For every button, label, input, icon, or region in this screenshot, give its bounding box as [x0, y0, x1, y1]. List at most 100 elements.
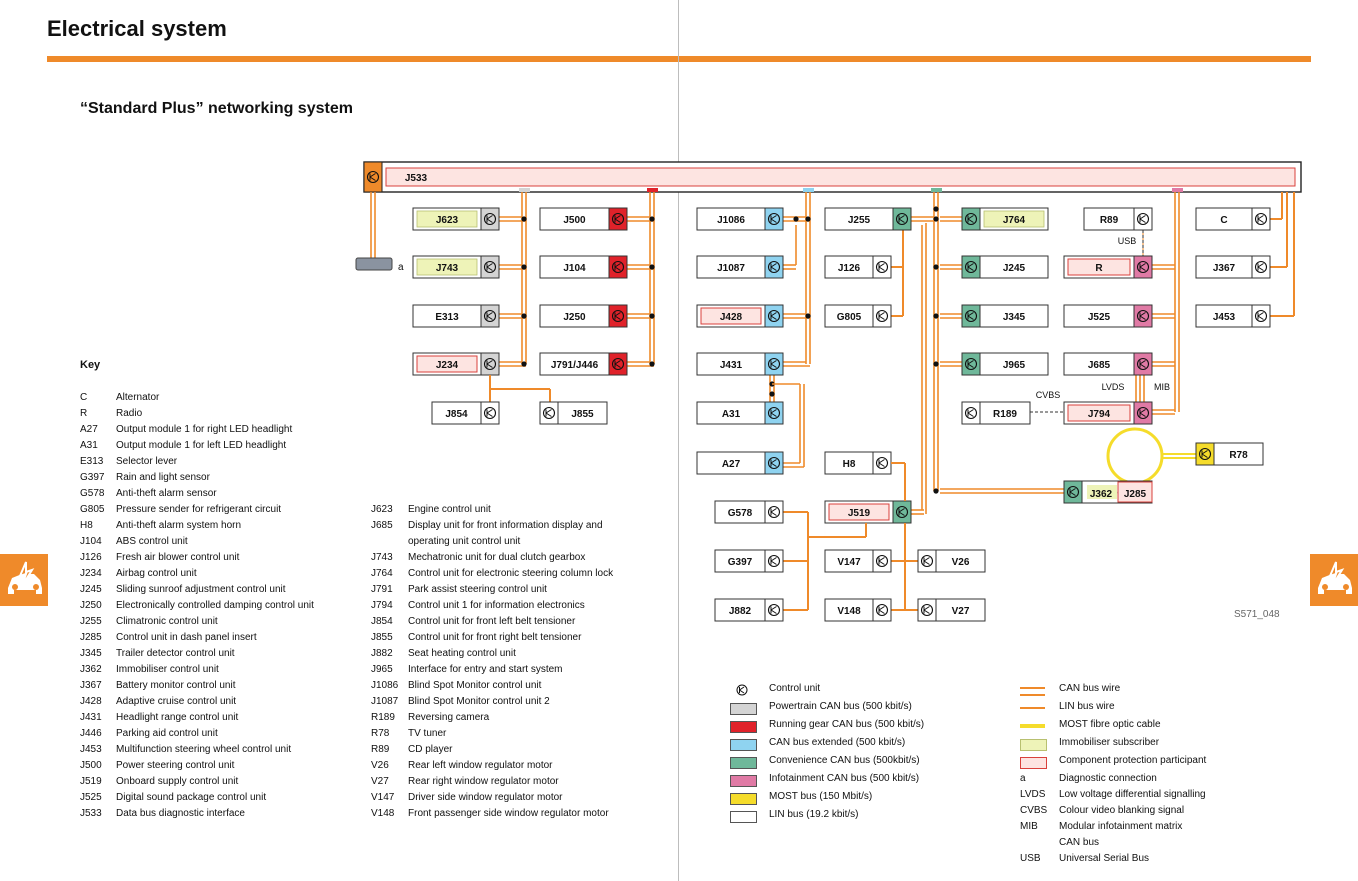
- legend-text: Powertrain CAN bus (500 kbit/s): [769, 701, 912, 712]
- control-unit-icon: [1136, 309, 1150, 323]
- page-title: Electrical system: [47, 16, 227, 41]
- key-code: R78: [371, 728, 390, 739]
- control-unit-icon-glyph: [1139, 215, 1146, 223]
- key-code: C: [80, 392, 88, 403]
- bus-color-strip: [872, 255, 892, 279]
- key-description: Rear left window regulator motor: [408, 760, 553, 771]
- key-row: operating unit control unit: [371, 534, 613, 550]
- control-unit-icon: [483, 260, 497, 274]
- control-unit-j854: [431, 401, 500, 425]
- unit-label: J234: [436, 360, 459, 371]
- control-unit-icon-glyph: [1069, 488, 1076, 496]
- protection-marker: [700, 307, 762, 325]
- key-code: V27: [371, 776, 389, 787]
- control-unit-icon-ring: [767, 456, 781, 470]
- control-unit-j1087: [696, 255, 784, 279]
- immobiliser-marker: [416, 210, 478, 228]
- control-unit-r189: [961, 401, 1031, 425]
- control-unit-icon-glyph: [770, 459, 777, 467]
- key-description: Onboard supply control unit: [116, 776, 239, 787]
- key-code: J1087: [371, 696, 399, 707]
- key-description: Mechatronic unit for dual clutch gearbox: [408, 552, 586, 563]
- control-unit-icon: [483, 309, 497, 323]
- immobiliser-marker: [983, 210, 1045, 228]
- key-description: Control unit 1 for information electroni…: [408, 600, 585, 611]
- key-description: Radio: [116, 408, 143, 419]
- bus-swatch: [730, 721, 757, 733]
- control-unit-icon-glyph: [614, 215, 621, 223]
- key-code: J431: [80, 712, 102, 723]
- control-unit-icon: [767, 212, 781, 226]
- bus-color-strip: [764, 549, 784, 573]
- key-code: J525: [80, 792, 102, 803]
- key-description: Power steering control unit: [116, 760, 235, 771]
- bus-color-strip: [1133, 352, 1153, 376]
- control-unit-icon-glyph: [967, 312, 974, 320]
- control-unit-icon-glyph: [770, 263, 777, 271]
- bus-color-strip: [1251, 207, 1271, 231]
- control-unit-icon: [730, 684, 755, 696]
- abbreviation: USB: [1020, 853, 1041, 864]
- key-description: Immobiliser control unit: [116, 664, 219, 675]
- control-unit-a27: [696, 451, 784, 475]
- bus-color-strip: [961, 207, 981, 231]
- control-unit-icon-glyph: [614, 360, 621, 368]
- unit-label: J126: [838, 263, 861, 274]
- gateway-bus-tab: [931, 188, 942, 192]
- control-unit-icon-ring: [483, 260, 497, 274]
- bus-color-strip: [608, 255, 628, 279]
- bus-color-strip: [917, 549, 937, 573]
- key-heading: Key: [80, 359, 101, 371]
- control-unit-r78: [1195, 442, 1264, 466]
- key-description: Interface for entry and start system: [408, 664, 563, 675]
- control-unit-icon-glyph: [369, 173, 376, 181]
- bus-color-strip: [872, 451, 892, 475]
- key-description: Multifunction steering wheel control uni…: [116, 744, 292, 755]
- unit-label: J367: [1213, 263, 1236, 274]
- key-code: J234: [80, 568, 102, 579]
- bus-color-strip: [764, 598, 784, 622]
- legend-text: Component protection participant: [1059, 755, 1207, 766]
- control-unit-icon-glyph: [1201, 450, 1208, 458]
- key-code: J245: [80, 584, 102, 595]
- protection-marker: [828, 503, 890, 521]
- bus-color-strip: [1133, 255, 1153, 279]
- key-description: Seat heating control unit: [408, 648, 516, 659]
- junction-dot: [933, 313, 939, 319]
- key-row: V27 Rear right window regulator motor: [371, 774, 613, 790]
- key-description: operating unit control unit: [408, 536, 521, 547]
- key-code: G578: [80, 488, 105, 499]
- control-unit-icon-ring: [767, 309, 781, 323]
- key-description: Adaptive cruise control unit: [116, 696, 237, 707]
- abbreviation-meaning: Modular infotainment matrix: [1059, 821, 1183, 832]
- key-description: Output module 1 for left LED headlight: [116, 440, 287, 451]
- most-cable-swatch: [1020, 724, 1045, 728]
- key-code: J367: [80, 680, 102, 691]
- control-unit-icon: [767, 309, 781, 323]
- bus-color-strip: [764, 255, 784, 279]
- control-unit-g578: [714, 500, 784, 524]
- key-code: J345: [80, 648, 102, 659]
- control-unit-icon-glyph: [486, 409, 493, 417]
- bus-color-strip: [1133, 207, 1153, 231]
- control-unit-icon: [875, 603, 889, 617]
- diagnostic-label: a: [398, 262, 404, 273]
- control-unit-icon-glyph: [1257, 312, 1264, 320]
- key-code: J743: [371, 552, 393, 563]
- control-unit-icon: [767, 505, 781, 519]
- key-description: Rear right window regulator motor: [408, 776, 559, 787]
- control-unit-icon: [611, 212, 625, 226]
- junction-dot: [521, 216, 527, 222]
- control-unit-icon-ring: [366, 170, 380, 184]
- abbreviation: CVBS: [1020, 805, 1048, 816]
- control-unit-icon-ring: [1136, 357, 1150, 371]
- key-description: Airbag control unit: [116, 568, 197, 579]
